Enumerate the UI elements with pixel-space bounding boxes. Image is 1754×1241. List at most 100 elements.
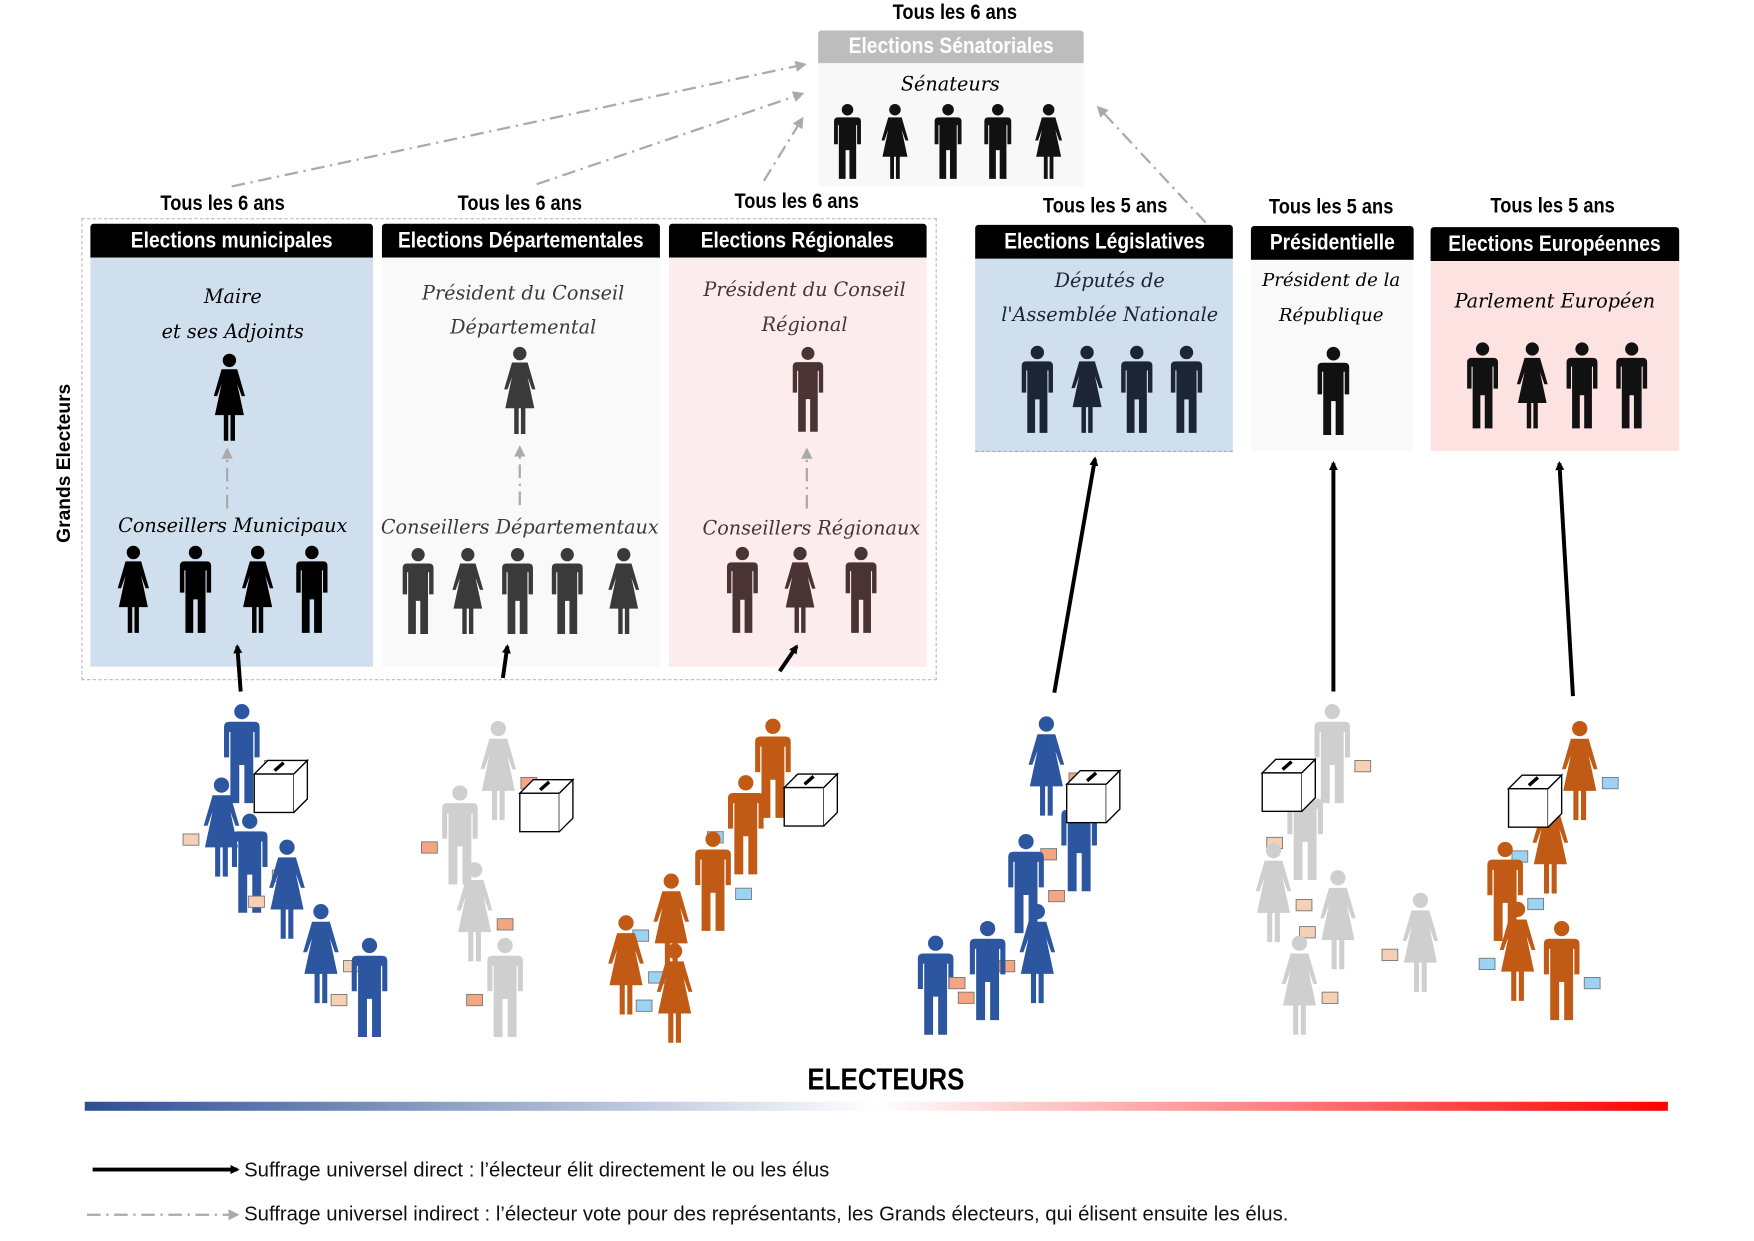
direct-arrow-european: [1555, 461, 1575, 697]
voter-woman-icon: [608, 915, 644, 1015]
municipal-electors: Conseillers Municipaux: [118, 515, 348, 538]
envelope-icon: [330, 993, 348, 1007]
envelope-icon: [1381, 948, 1399, 961]
departmental-electors: Conseillers Départementaux: [380, 516, 659, 540]
envelope-icon: [1583, 976, 1601, 990]
voter-man-icon: [351, 937, 388, 1038]
reg-councillor-woman-icon: [784, 546, 816, 633]
departmental-frequency: Tous les 6 ans: [457, 192, 583, 216]
voter-woman-icon: [203, 777, 240, 877]
voter-man-icon: [1314, 703, 1351, 804]
mep-man-icon: [1566, 342, 1598, 429]
senator-man-icon: [984, 103, 1012, 179]
senator-man-icon: [934, 103, 962, 179]
envelope-icon: [1478, 957, 1496, 970]
european-frequency: Tous les 5 ans: [1490, 194, 1615, 219]
deputy-man-icon: [1121, 345, 1153, 433]
voter-woman-icon: [1561, 720, 1598, 821]
envelope-icon: [635, 999, 653, 1012]
municipal-councillor-man-icon: [296, 545, 328, 633]
direct-arrow-departmental: [500, 644, 511, 679]
dept-councillor-man-icon: [502, 548, 533, 634]
mep-woman-icon: [1516, 342, 1548, 429]
envelope-icon: [1048, 889, 1065, 903]
voter-woman-icon: [1402, 892, 1439, 992]
voter-man-icon: [728, 775, 764, 875]
voter-woman-icon: [269, 839, 305, 939]
dept-councillor-man-icon: [402, 548, 434, 634]
senate-frequency: Tous les 6 ans: [892, 1, 1018, 25]
legislative-header: Elections Législatives: [975, 224, 1233, 259]
senate-header: Elections Sénatoriales: [818, 30, 1084, 64]
envelope-icon: [948, 976, 966, 990]
indirect-arrow-senate-legislative: [1096, 105, 1207, 224]
municipal-councillor-woman-icon: [117, 545, 149, 633]
departmental-header: Elections Départementales: [381, 223, 660, 258]
envelope-icon: [735, 887, 752, 900]
ballot-box-icon: [518, 778, 575, 833]
european-header: Elections Européennes: [1430, 227, 1680, 262]
voter-man-icon: [1543, 920, 1580, 1021]
voter-woman-icon: [456, 862, 493, 962]
presidential-elected-1: Président de la: [1262, 268, 1401, 291]
mayor-woman-icon: [213, 353, 246, 441]
envelope-icon: [182, 833, 200, 846]
voter-woman-icon: [1499, 901, 1536, 1001]
voter-woman-icon: [1028, 716, 1065, 816]
grands-electeurs-frame: [81, 218, 937, 681]
direct-arrow-legislative: [1052, 456, 1099, 694]
legend-direct-text: Suffrage universel direct : l’électeur é…: [244, 1158, 830, 1181]
indirect-arrow-senate-municipal: [231, 60, 807, 188]
envelope-icon: [1299, 926, 1316, 939]
dept-president-woman-icon: [504, 346, 536, 434]
envelope-icon: [957, 991, 975, 1004]
ballot-box-icon: [782, 772, 839, 827]
reg-councillor-man-icon: [845, 546, 877, 633]
voter-woman-icon: [303, 904, 339, 1004]
voter-man-icon: [487, 937, 523, 1038]
envelope-icon: [1601, 776, 1619, 790]
envelope-icon: [466, 993, 483, 1007]
direct-arrow-municipal: [233, 644, 243, 692]
european-elected: Parlement Européen: [1454, 290, 1656, 314]
envelope-icon: [496, 918, 514, 931]
voter-woman-icon: [656, 943, 693, 1043]
envelope-icon: [1354, 760, 1372, 773]
municipal-elected-1: Maire: [203, 285, 262, 309]
envelope-icon: [421, 841, 438, 854]
dept-councillor-woman-icon: [452, 548, 484, 634]
spectrum-bar: [84, 1101, 1668, 1111]
legislative-elected-1: Députés de: [1054, 270, 1165, 293]
senator-woman-icon: [881, 103, 909, 179]
municipal-frequency: Tous les 6 ans: [160, 192, 285, 216]
legend-indirect-text: Suffrage universel indirect : l’électeur…: [244, 1202, 1289, 1225]
voter-man-icon: [695, 831, 731, 931]
reg-councillor-man-icon: [726, 546, 758, 633]
deputy-woman-icon: [1071, 345, 1103, 433]
regional-electors: Conseillers Régionaux: [702, 517, 921, 541]
ballot-box-icon: [1506, 773, 1564, 828]
deputy-man-icon: [1170, 345, 1203, 433]
legislative-frequency: Tous les 5 ans: [1042, 194, 1168, 219]
mep-man-icon: [1467, 342, 1498, 429]
regional-header: Elections Régionales: [668, 223, 927, 258]
direct-arrow-regional: [778, 644, 799, 673]
deputy-man-icon: [1021, 345, 1053, 433]
voter-man-icon: [231, 813, 268, 913]
indirect-arrow-senate-departmental: [536, 91, 805, 186]
departmental-elected-1: Président du Conseil: [422, 282, 625, 306]
regional-frequency: Tous les 6 ans: [734, 189, 859, 214]
presidential-frequency: Tous les 5 ans: [1268, 195, 1394, 220]
municipal-councillor-man-icon: [179, 545, 212, 633]
envelope-icon: [1527, 897, 1545, 911]
voter-woman-icon: [1019, 904, 1056, 1004]
senator-man-icon: [834, 103, 861, 179]
voter-man-icon: [917, 935, 954, 1035]
municipal-councillor-woman-icon: [242, 545, 274, 633]
dept-councillor-man-icon: [551, 548, 583, 634]
voter-man-icon: [755, 718, 791, 818]
senator-woman-icon: [1035, 103, 1063, 179]
ballot-box-icon: [1260, 757, 1317, 813]
presidential-header: Présidentielle: [1250, 226, 1414, 260]
